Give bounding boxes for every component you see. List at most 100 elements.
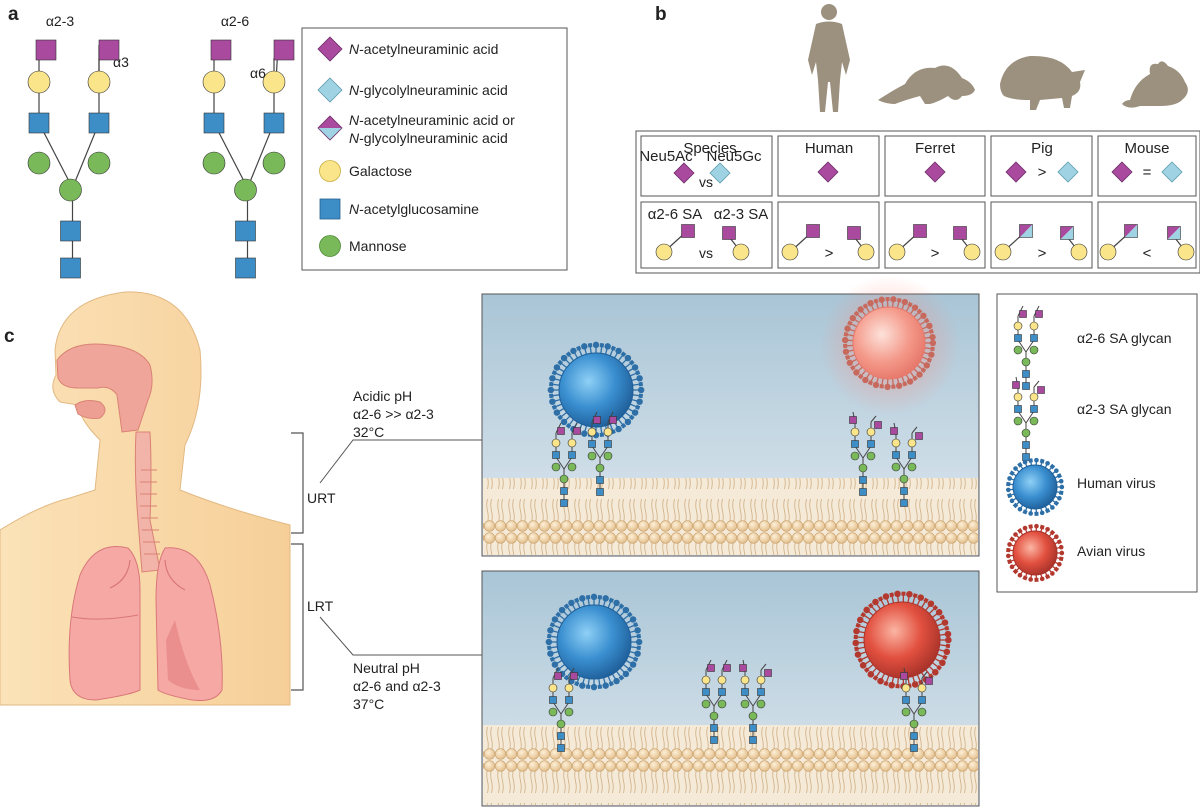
svg-text:N-acetylglucosamine: N-acetylglucosamine	[349, 201, 479, 217]
svg-text:N-acetylneuraminic acid or: N-acetylneuraminic acid or	[349, 112, 515, 128]
human-neu5ac-diamond-icon	[817, 161, 839, 183]
panel-c-letter: c	[4, 326, 15, 347]
glcnac-square	[28, 112, 50, 134]
glcnac-square	[263, 112, 285, 134]
svg-text:N-glycolylneuraminic acid: N-glycolylneuraminic acid	[349, 130, 508, 146]
legend-3-italic2: N	[349, 130, 360, 146]
split-sialic-square	[1167, 226, 1181, 240]
urt-alpha23-glycan	[890, 422, 923, 507]
alpha23-sa-label: α2-3 SA	[714, 206, 769, 223]
lrt-bracket	[291, 543, 304, 691]
split-diamond-bottom-icon	[318, 128, 342, 140]
alpha23-title: α2-3	[46, 13, 75, 29]
galactose-circle	[1070, 243, 1088, 261]
lrt-line-2: α2-6 and α2-3	[353, 678, 441, 694]
legend-3-italic: N	[349, 112, 360, 128]
neu5ac-square	[847, 226, 861, 240]
neu5ac-label: Neu5Ac	[639, 148, 693, 165]
lrt-alpha23-glycan	[739, 659, 772, 744]
alpha6-linkage-label: α6	[250, 65, 266, 81]
svg-text:N-glycolylneuraminic acid: N-glycolylneuraminic acid	[349, 82, 508, 98]
respiratory-tract-illustration	[0, 291, 291, 706]
alpha3-linkage-label: α3	[113, 54, 129, 70]
lrt-label: LRT	[307, 598, 334, 614]
urt-connector-line	[319, 439, 482, 484]
galactose-circle	[1177, 243, 1195, 261]
urt-alpha23-glycan	[849, 411, 882, 496]
urt-label: URT	[307, 490, 336, 506]
neu5ac-square	[913, 224, 927, 238]
legend-mannose: Mannose	[319, 235, 407, 257]
mannose-circle-icon	[319, 235, 341, 257]
legend-galactose: Galactose	[319, 160, 412, 182]
alpha23-glycan-structure	[27, 39, 120, 279]
urt-avian-virus	[842, 296, 937, 391]
legend-alpha23-glycan-icon	[1012, 376, 1045, 461]
neu5gc-diamond-icon	[709, 162, 731, 184]
pig-silhouette-icon	[1000, 55, 1085, 110]
legend-1-italic: N	[349, 41, 360, 57]
ferret-neu5ac-diamond-icon	[924, 161, 946, 183]
mannose-circle	[27, 151, 51, 175]
glcnac-square	[235, 257, 256, 279]
pig-neu5ac-diamond-icon	[1005, 161, 1027, 183]
mouse-neu5ac-diamond-icon	[1111, 161, 1133, 183]
galactose-circle	[87, 70, 111, 94]
alpha26-glycan-structure	[202, 39, 295, 279]
lrt-line-3: 37°C	[353, 696, 384, 712]
ferret-silhouette-icon	[878, 65, 975, 104]
legend-4-text: Galactose	[349, 163, 412, 179]
neu5ac-square	[210, 39, 232, 61]
split-diamond-top-icon	[318, 116, 342, 128]
glcnac-square-icon	[319, 198, 341, 220]
legend-neu5ac: N-acetylneuraminic acid	[317, 36, 498, 62]
glcnac-square	[60, 220, 81, 242]
lrt-epithelium-scene	[481, 570, 980, 807]
lrt-line-1: Neutral pH	[353, 660, 420, 676]
lrt-alpha23-glycan	[900, 667, 933, 752]
human-header-top: Human	[805, 140, 853, 157]
mannose-circle	[202, 151, 226, 175]
neu5ac-square	[806, 224, 820, 238]
galactose-circle	[888, 243, 906, 261]
legend-5-text: -acetylglucosamine	[359, 201, 479, 217]
legend-2-text: -glycolylneuraminic acid	[359, 82, 508, 98]
mouse-row2-operator: <	[1143, 245, 1152, 262]
lrt-alpha26-glycan	[701, 659, 731, 744]
mannose-circle	[234, 178, 257, 202]
nasal-cavity	[56, 343, 153, 433]
neu5ac-square	[35, 39, 57, 61]
alpha23-galactose	[732, 243, 750, 261]
legend-2-italic: N	[349, 82, 360, 98]
legend-6-text: Mannose	[349, 238, 407, 254]
galactose-circle	[1099, 243, 1117, 261]
legend-glcnac: N-acetylglucosamine	[319, 198, 479, 220]
row1-vs-label: vs	[699, 174, 713, 190]
alpha26-galactose	[655, 243, 673, 261]
urt-alpha26-glycan	[587, 411, 617, 496]
lung-lobe-shade	[166, 620, 200, 690]
urt-epithelium-scene	[481, 275, 980, 557]
glcnac-square	[203, 112, 225, 134]
legend-1-text: -acetylneuraminic acid	[359, 41, 498, 57]
legend-neu5gc: N-glycolylneuraminic acid	[317, 77, 508, 103]
mouse-silhouette-icon	[1122, 61, 1188, 108]
mannose-circle	[59, 178, 82, 202]
neu5ac-square	[953, 226, 967, 240]
split-sialic-square	[1060, 226, 1074, 240]
svg-text:N-acetylneuraminic acid: N-acetylneuraminic acid	[349, 41, 498, 57]
mouth	[74, 400, 106, 419]
pig-header-top: Pig	[1031, 140, 1053, 157]
ferret-row2-operator: >	[931, 245, 940, 262]
lrt-connector-line	[319, 616, 482, 656]
symbol-legend-box	[301, 27, 568, 271]
human-row2-operator: >	[825, 245, 834, 262]
alpha26-sa-label: α2-6 SA	[648, 206, 703, 223]
galactose-circle	[262, 70, 286, 94]
legend-alpha23-glycan: α2-3 SA glycan	[1077, 401, 1171, 417]
mouse-header-top: Mouse	[1124, 140, 1169, 157]
mannose-circle	[87, 151, 111, 175]
legend-neu5ac-or-neu5gc: N-acetylneuraminic acid or N-glycolylneu…	[317, 112, 515, 146]
neu5ac-diamond-icon	[673, 162, 695, 184]
